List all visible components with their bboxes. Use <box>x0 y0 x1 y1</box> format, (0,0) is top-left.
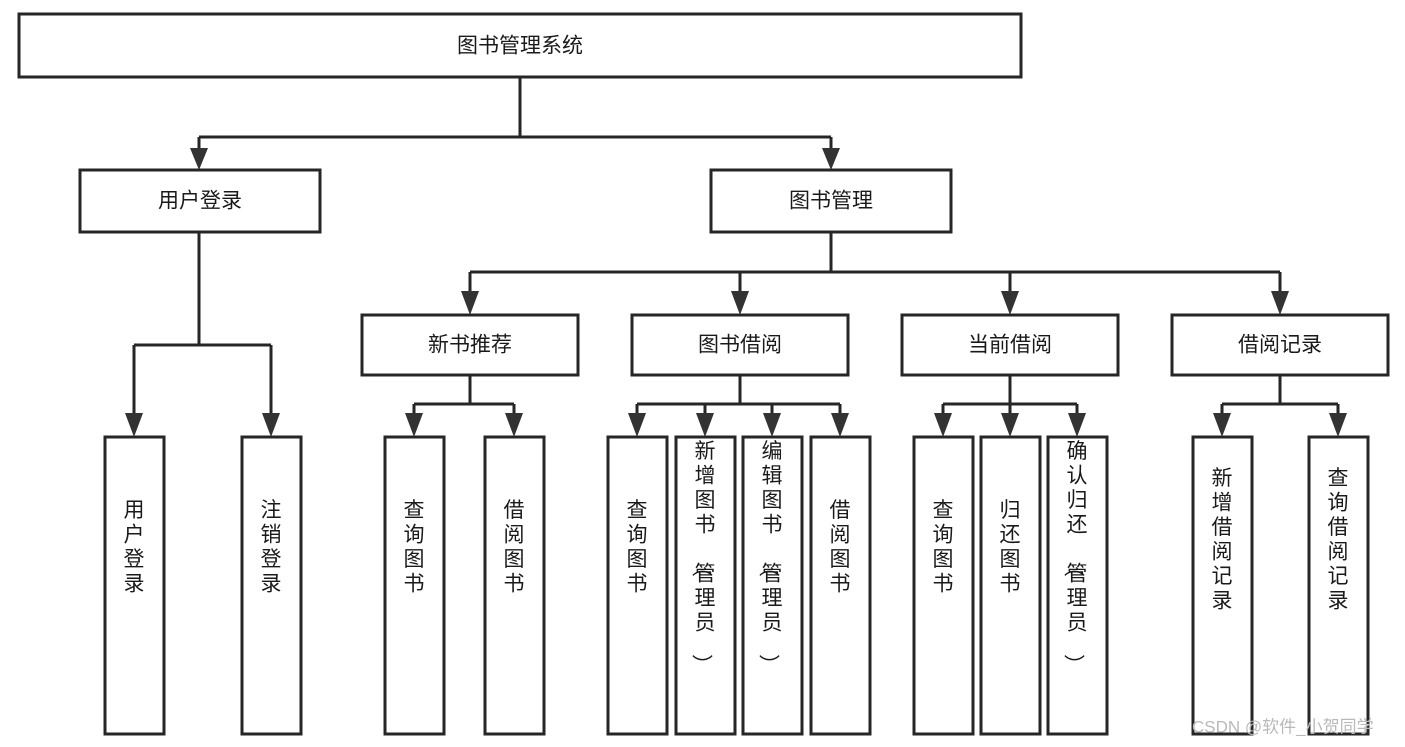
node-current-borrow-box[interactable] <box>900 313 1120 377</box>
node-leaf-query-book-1-box[interactable] <box>383 435 446 736</box>
node-book-borrow[interactable]: 图书借阅 <box>630 313 850 377</box>
node-leaf-query-book-2[interactable]: 查询图书 <box>606 435 669 736</box>
arrow-head-leaf-query-book-1 <box>405 413 423 437</box>
arrow-head-leaf-logout <box>262 413 280 437</box>
node-leaf-query-book-3-label: 查询图书 <box>933 499 954 596</box>
arrow-head-new-book-rec <box>461 291 479 315</box>
node-current-borrow[interactable]: 当前借阅 <box>900 313 1120 377</box>
arrow-head-leaf-borrow-book-2 <box>831 413 849 437</box>
node-book-borrow-label: 图书借阅 <box>698 334 782 357</box>
node-leaf-add-record[interactable]: 新增借阅记录 <box>1191 435 1254 736</box>
arrow-head-leaf-return-book <box>1001 413 1019 437</box>
node-leaf-return-book-label: 归还图书 <box>1000 499 1021 596</box>
node-user-login-box[interactable] <box>78 168 322 234</box>
node-new-book-rec-label: 新书推荐 <box>428 334 512 357</box>
node-leaf-borrow-book-2[interactable]: 借阅图书 <box>809 435 872 736</box>
node-borrow-record[interactable]: 借阅记录 <box>1170 313 1390 377</box>
node-current-borrow-label: 当前借阅 <box>968 334 1052 357</box>
node-leaf-edit-book-box[interactable] <box>741 435 804 736</box>
arrow-head-book-manage <box>822 148 840 170</box>
node-leaf-borrow-book-1[interactable]: 借阅图书 <box>483 435 546 736</box>
node-new-book-rec-box[interactable] <box>360 313 580 377</box>
arrow-head-leaf-query-record <box>1329 413 1347 437</box>
arrow-head-book-borrow <box>731 291 749 315</box>
arrow-head-leaf-query-book-3 <box>934 413 952 437</box>
node-book-borrow-box[interactable] <box>630 313 850 377</box>
node-leaf-query-book-2-box[interactable] <box>606 435 669 736</box>
node-leaf-borrow-book-1-box[interactable] <box>483 435 546 736</box>
node-leaf-user-login[interactable]: 用户登录 <box>103 435 166 736</box>
node-root[interactable]: 图书管理系统 <box>17 12 1023 79</box>
node-leaf-query-record[interactable]: 查询借阅记录 <box>1307 435 1370 736</box>
node-leaf-confirm-return-box[interactable] <box>1046 435 1109 736</box>
node-user-login-label: 用户登录 <box>158 190 242 213</box>
node-leaf-user-login-label: 用户登录 <box>124 499 145 596</box>
node-root-label: 图书管理系统 <box>457 35 583 58</box>
node-leaf-query-book-3[interactable]: 查询图书 <box>912 435 975 736</box>
watermark-text: CSDN @软件_小贺同学 <box>1192 717 1374 736</box>
node-leaf-query-book-1[interactable]: 查询图书 <box>383 435 446 736</box>
node-user-login[interactable]: 用户登录 <box>78 168 322 234</box>
node-leaf-query-book-2-label: 查询图书 <box>627 499 648 596</box>
node-leaf-borrow-book-2-box[interactable] <box>809 435 872 736</box>
arrow-head-leaf-add-record <box>1213 413 1231 437</box>
node-leaf-return-book[interactable]: 归还图书 <box>979 435 1042 736</box>
node-leaf-query-book-3-box[interactable] <box>912 435 975 736</box>
arrow-head-leaf-user-login <box>125 413 143 437</box>
arrow-head-leaf-borrow-book-1 <box>505 413 523 437</box>
arrow-head-leaf-confirm-return <box>1068 413 1086 437</box>
node-book-manage-box[interactable] <box>709 168 953 234</box>
arrow-head-user-login <box>190 148 208 170</box>
node-leaf-return-book-box[interactable] <box>979 435 1042 736</box>
node-leaf-user-login-box[interactable] <box>103 435 166 736</box>
node-root-box[interactable] <box>17 12 1023 79</box>
node-leaf-add-book-box[interactable] <box>674 435 737 736</box>
node-leaf-borrow-book-1-label: 借阅图书 <box>504 499 525 596</box>
node-book-manage[interactable]: 图书管理 <box>709 168 953 234</box>
node-leaf-add-book[interactable]: 新增图书（管理员） <box>674 435 737 736</box>
node-leaf-edit-book-label: 编辑图书（管理员） <box>757 440 783 675</box>
node-leaf-logout-box[interactable] <box>240 435 303 736</box>
node-borrow-record-label: 借阅记录 <box>1238 334 1322 357</box>
node-leaf-add-book-label: 新增图书（管理员） <box>690 440 716 675</box>
node-leaf-confirm-return[interactable]: 确认归还（管理员） <box>1046 435 1109 736</box>
node-leaf-confirm-return-label: 确认归还（管理员） <box>1062 440 1088 675</box>
node-leaf-add-record-box[interactable] <box>1191 435 1254 736</box>
node-leaf-edit-book[interactable]: 编辑图书（管理员） <box>741 435 804 736</box>
node-leaf-add-record-label: 新增借阅记录 <box>1212 467 1233 613</box>
node-book-manage-label: 图书管理 <box>789 190 873 213</box>
node-borrow-record-box[interactable] <box>1170 313 1390 377</box>
arrow-head-current-borrow <box>1001 291 1019 315</box>
connector-layer <box>125 77 1347 437</box>
arrow-head-leaf-edit-book <box>763 413 781 437</box>
node-leaf-logout[interactable]: 注销登录 <box>240 435 303 736</box>
node-leaf-logout-label: 注销登录 <box>261 499 282 596</box>
node-leaf-query-record-box[interactable] <box>1307 435 1370 736</box>
node-leaf-query-book-1-label: 查询图书 <box>404 499 425 596</box>
node-leaf-borrow-book-2-label: 借阅图书 <box>830 499 851 596</box>
node-leaf-query-record-label: 查询借阅记录 <box>1328 467 1349 613</box>
arrow-head-leaf-add-book <box>696 413 714 437</box>
arrow-head-leaf-query-book-2 <box>628 413 646 437</box>
arrow-head-borrow-record <box>1271 291 1289 315</box>
node-new-book-rec[interactable]: 新书推荐 <box>360 313 580 377</box>
